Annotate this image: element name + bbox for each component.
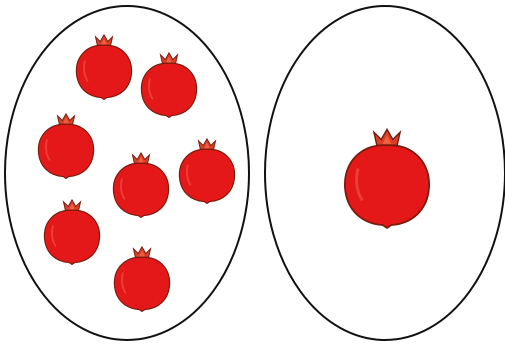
pomegranate-icon <box>114 247 169 312</box>
pomegranate-icon <box>179 139 234 204</box>
right-group <box>265 6 505 340</box>
pomegranate-icon <box>345 129 429 228</box>
pomegranate-icon <box>38 114 93 179</box>
left-group <box>5 6 249 340</box>
pomegranate-icon <box>113 153 168 218</box>
pomegranate-icon <box>76 35 131 100</box>
pomegranate-icon <box>44 200 99 265</box>
pomegranate-icon <box>141 53 196 118</box>
